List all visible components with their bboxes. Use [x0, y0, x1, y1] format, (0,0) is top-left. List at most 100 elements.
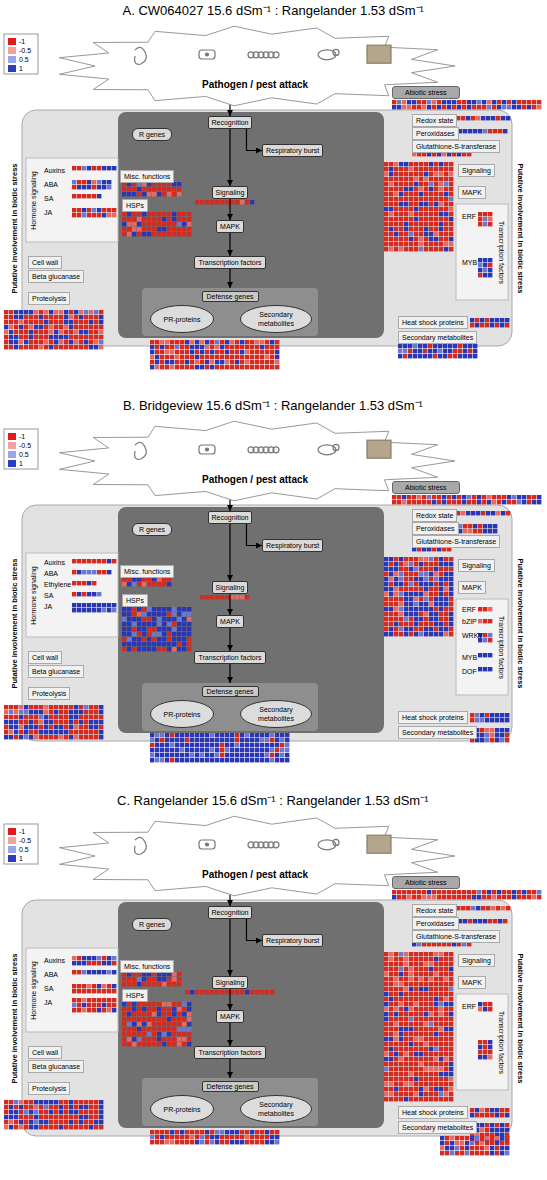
heat-cell: [404, 222, 408, 226]
heat-cell: [107, 213, 111, 217]
heat-cell: [127, 617, 131, 621]
heat-cell: [280, 758, 284, 762]
heat-cell: [250, 758, 254, 762]
heat-cell: [200, 365, 204, 369]
heat-cell: [439, 182, 443, 186]
heat-cell: [429, 982, 433, 986]
heat-cell: [398, 349, 402, 353]
heat-cell: [102, 213, 106, 217]
heat-cell: [14, 705, 18, 709]
heat-cell: [4, 735, 8, 739]
heat-cell: [419, 192, 423, 196]
heat-cell: [429, 217, 433, 221]
heat-cell: [152, 642, 156, 646]
heat-cell: [424, 192, 428, 196]
heat-cell: [200, 758, 204, 762]
heat-cell: [409, 222, 413, 226]
heat-cell: [444, 197, 448, 201]
heat-cell: [472, 100, 476, 104]
heat-cell: [182, 212, 186, 216]
heat-cell: [414, 177, 418, 181]
heat-cell: [122, 612, 126, 616]
heat-cell: [532, 500, 536, 504]
heat-cell: [449, 967, 453, 971]
heat-cell: [399, 612, 403, 616]
heat-cell: [210, 350, 214, 354]
heat-cell: [160, 340, 164, 344]
heat-cell: [235, 753, 239, 757]
heat-cell: [82, 608, 86, 612]
heat-cell: [517, 100, 521, 104]
heat-cell: [505, 738, 509, 742]
heat-cell: [409, 177, 413, 181]
heat-cell: [107, 185, 111, 189]
heat-cell: [389, 957, 393, 961]
heat-cell: [438, 344, 442, 348]
heat-cell: [424, 577, 428, 581]
heat-cell: [478, 524, 482, 528]
heat-cell: [444, 247, 448, 251]
heat-cell: [4, 725, 8, 729]
heat-cell: [29, 715, 33, 719]
heat-cell: [485, 323, 489, 327]
heat-cell: [399, 977, 403, 981]
heat-cell: [384, 222, 388, 226]
heat-cell: [240, 738, 244, 742]
heat-cell: [476, 906, 480, 910]
heat-cell: [235, 360, 239, 364]
heat-cell: [384, 242, 388, 246]
heat-cell: [74, 320, 78, 324]
heat-cell: [24, 310, 28, 314]
heat-cell: [14, 340, 18, 344]
heat-cell: [225, 200, 229, 204]
heat-cell: [152, 192, 156, 196]
heat-cell: [54, 320, 58, 324]
heat-cell: [19, 335, 23, 339]
heat-cell: [245, 733, 249, 737]
heat-cell: [407, 500, 411, 504]
heat-cell: [423, 344, 427, 348]
heat-cell: [84, 335, 88, 339]
heat-cell: [399, 182, 403, 186]
heat-cell: [72, 213, 76, 217]
heat-cell: [491, 116, 495, 120]
heat-cell: [414, 192, 418, 196]
heat-cell: [177, 632, 181, 636]
heat-cell: [24, 715, 28, 719]
heat-cell: [225, 340, 229, 344]
heat-cell: [127, 187, 131, 191]
heat-cell: [265, 360, 269, 364]
heat-cell: [160, 758, 164, 762]
heat-cell: [488, 653, 492, 657]
heat-cell: [270, 360, 274, 364]
heat-cell: [79, 720, 83, 724]
heat-cell: [69, 315, 73, 319]
heat-cell: [84, 330, 88, 334]
heat-cell: [399, 582, 403, 586]
heat-cell: [152, 622, 156, 626]
heat-cell: [142, 612, 146, 616]
heat-cell: [142, 637, 146, 641]
heat-cell: [439, 617, 443, 621]
heat-cell: [122, 187, 126, 191]
heat-cell: [94, 710, 98, 714]
heat-cell: [424, 222, 428, 226]
heat-cell: [182, 607, 186, 611]
heat-cell: [150, 360, 154, 364]
heat-cell: [427, 890, 431, 894]
heat-cell: [225, 360, 229, 364]
heat-cell: [79, 315, 83, 319]
heat-cell: [89, 320, 93, 324]
heat-cell: [409, 952, 413, 956]
heat-cell: [59, 340, 63, 344]
heat-cell: [439, 627, 443, 631]
heat-cell: [490, 318, 494, 322]
heat-cell: [419, 567, 423, 571]
heat-cell: [444, 227, 448, 231]
heat-cell: [444, 192, 448, 196]
heat-cell: [162, 637, 166, 641]
heat-cell: [402, 895, 406, 899]
heat-cell: [44, 735, 48, 739]
heat-cell: [180, 758, 184, 762]
heat-cell: [99, 325, 103, 329]
